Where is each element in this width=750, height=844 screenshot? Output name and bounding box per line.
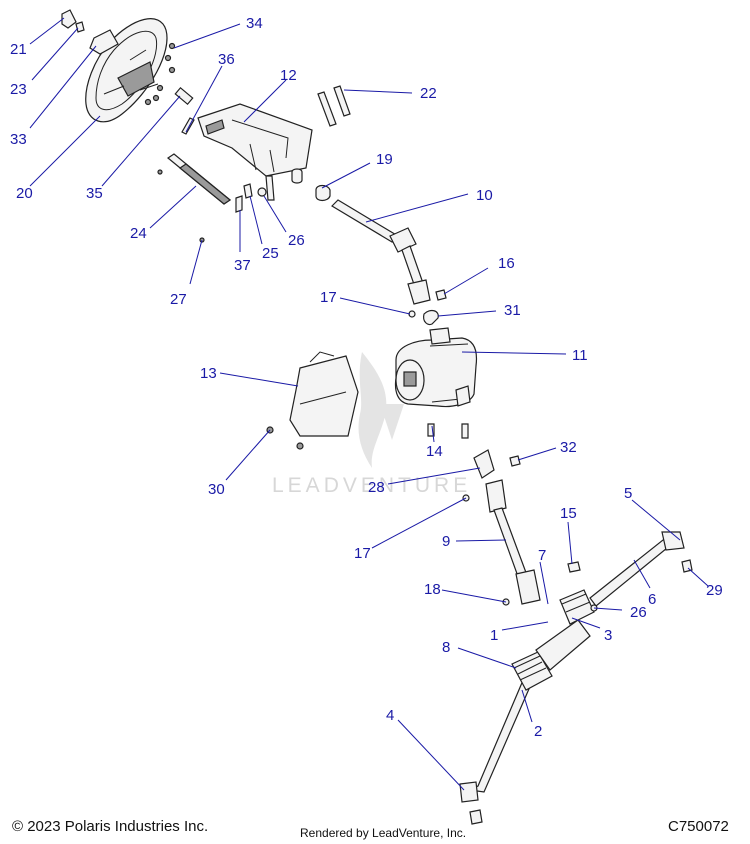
callout-32: 32 <box>560 439 577 456</box>
callout-14: 14 <box>426 443 443 460</box>
callout-27: 27 <box>170 291 187 308</box>
wheel-hardware <box>144 42 194 106</box>
part-32-bolt <box>509 455 521 467</box>
part-19b <box>291 168 303 184</box>
callout-26b: 26 <box>630 604 647 621</box>
part-31-clip <box>423 309 439 326</box>
copyright-text: © 2023 Polaris Industries Inc. <box>12 818 209 835</box>
part-23 <box>75 21 85 33</box>
callout-33: 33 <box>10 131 27 148</box>
callout-37: 37 <box>234 257 251 274</box>
callout-21: 21 <box>10 41 27 58</box>
callout-6: 6 <box>648 591 656 608</box>
callout-17b: 17 <box>354 545 371 562</box>
callout-7: 7 <box>538 547 546 564</box>
part-33-emblem <box>89 29 119 55</box>
part-28-boot <box>473 449 495 479</box>
callout-1: 1 <box>490 627 498 644</box>
callout-18: 18 <box>424 581 441 598</box>
part-19-bushing <box>315 184 331 202</box>
callout-35: 35 <box>86 185 103 202</box>
callout-12: 12 <box>280 67 297 84</box>
callout-34: 34 <box>246 15 263 32</box>
callout-4: 4 <box>386 707 394 724</box>
callout-9: 9 <box>442 533 450 550</box>
part-12-column-bracket <box>197 103 313 201</box>
callout-5: 5 <box>624 485 632 502</box>
watermark: LEADVENTURE <box>272 352 471 497</box>
callout-24: 24 <box>130 225 147 242</box>
callout-19: 19 <box>376 151 393 168</box>
part-16-bolt <box>435 289 447 301</box>
watermark-logo <box>358 352 404 468</box>
callout-13: 13 <box>200 365 217 382</box>
part-21-cap <box>61 9 77 29</box>
callout-2: 2 <box>534 723 542 740</box>
steering-wheel <box>85 18 168 123</box>
callout-20: 20 <box>16 185 33 202</box>
callout-26a: 26 <box>288 232 305 249</box>
part-24-gas-strut <box>166 153 232 205</box>
callout-36: 36 <box>218 51 235 68</box>
part-10-steering-shaft <box>331 199 431 305</box>
strut-hardware <box>157 169 267 243</box>
callout-28: 28 <box>368 479 385 496</box>
callout-15: 15 <box>560 505 577 522</box>
leader-lines <box>29 17 709 791</box>
callout-3: 3 <box>604 627 612 644</box>
part-14-bolts <box>427 423 469 439</box>
callout-8: 8 <box>442 639 450 656</box>
callout-29: 29 <box>706 582 723 599</box>
figure-number: C750072 <box>668 818 729 835</box>
callout-17a: 17 <box>320 289 337 306</box>
steering-rack <box>459 531 685 825</box>
part-22-bolts <box>317 85 351 127</box>
callout-23: 23 <box>10 81 27 98</box>
callout-31: 31 <box>504 302 521 319</box>
callout-25: 25 <box>262 245 279 262</box>
part-13-cover <box>289 351 359 437</box>
callout-30: 30 <box>208 481 225 498</box>
callout-22: 22 <box>420 85 437 102</box>
part-9-intermediate-shaft <box>485 479 541 605</box>
rendered-by-text: Rendered by LeadVenture, Inc. <box>300 826 467 840</box>
callout-10: 10 <box>476 187 493 204</box>
part-15-bolt <box>567 561 581 573</box>
callout-11: 11 <box>572 347 588 364</box>
callout-16: 16 <box>498 255 515 272</box>
callouts: 21 23 33 20 35 34 36 12 22 19 10 24 37 2… <box>10 15 723 740</box>
watermark-text: LEADVENTURE <box>272 474 471 497</box>
part-11-power-steering-unit <box>394 327 478 408</box>
